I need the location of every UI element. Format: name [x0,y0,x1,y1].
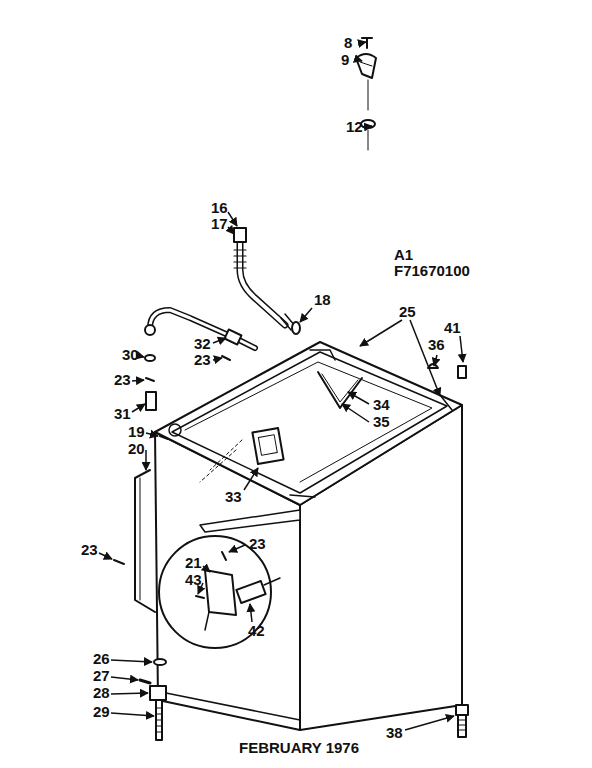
callout-number: 25 [398,304,417,320]
callout-number: 18 [313,292,332,308]
catalog-text: FEBRUARY 1976 [238,740,360,756]
callout-number: 29 [92,704,111,720]
callout-number: 42 [247,623,266,639]
callout-number: 16 [210,200,229,216]
callout-number: 34 [372,397,391,413]
callout-number: 38 [385,725,404,741]
callout-number: 8 [343,35,353,51]
callout-number: 9 [340,52,350,68]
callout-number: 21 [184,555,203,571]
callout-number: 43 [184,572,203,588]
callout-number: 27 [92,668,111,684]
callout-number: 19 [127,424,146,440]
callout-number: 28 [92,685,111,701]
callout-number: 17 [210,216,229,232]
callout-number: 31 [113,406,132,422]
callout-number: A1 [393,247,414,263]
callout-number: 35 [372,414,391,430]
callout-number: 32 [193,336,212,352]
callout-number: 30 [121,347,140,363]
callout-number: 23 [248,536,267,552]
callout-number: 26 [92,651,111,667]
callout-number: 12 [345,119,364,135]
callout-number: 36 [427,337,446,353]
callout-number: 41 [443,320,462,336]
callout-number: 33 [224,489,243,505]
callout-number: 23 [193,352,212,368]
catalog-text: F71670100 [393,263,471,279]
callout-number: 20 [127,441,146,457]
callout-number: 23 [113,372,132,388]
callout-number: 23 [80,542,99,558]
